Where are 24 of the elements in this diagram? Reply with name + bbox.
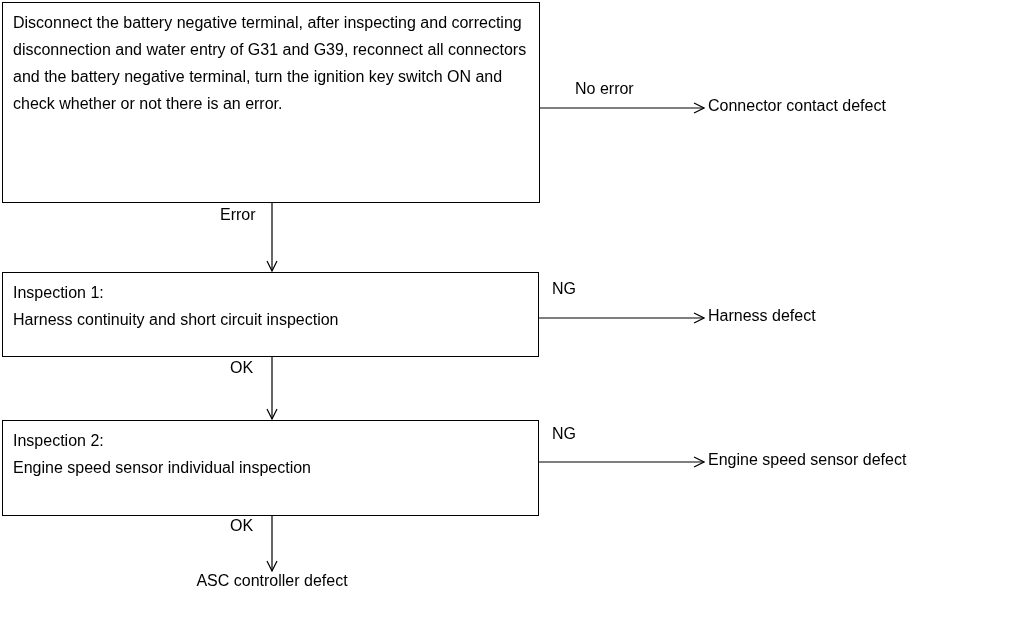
box-text: Disconnect the battery negative terminal, after inspecting and correcting disconnection and water entry of G31 and G39, reconnect all connectors and the battery negative terminal, turn the ignition key switch ON and check whether or not there is an error. xyxy=(13,13,528,114)
process-box xyxy=(2,2,540,203)
box-text: Engine speed sensor individual inspection xyxy=(13,458,312,478)
arrow xyxy=(266,356,278,420)
arrow xyxy=(539,102,705,114)
edge-label: NG xyxy=(552,280,576,298)
result-text: Harness defect xyxy=(708,307,816,325)
box-text: Inspection 2: xyxy=(13,431,105,451)
process-box xyxy=(2,272,539,357)
result-text: Engine speed sensor defect xyxy=(708,451,907,469)
edge-label: No error xyxy=(575,80,634,98)
box-text: Harness continuity and short circuit inspection xyxy=(13,310,340,330)
arrow xyxy=(538,312,705,324)
result-text: ASC controller defect xyxy=(196,572,348,590)
arrow xyxy=(266,202,278,272)
arrow xyxy=(266,515,278,572)
arrow xyxy=(538,456,705,468)
edge-label: NG xyxy=(552,425,576,443)
box-text: Inspection 1: xyxy=(13,283,105,303)
process-box xyxy=(2,420,539,516)
edge-label: OK xyxy=(230,517,254,535)
edge-label: OK xyxy=(230,359,254,377)
result-text: Connector contact defect xyxy=(708,97,886,115)
edge-label: Error xyxy=(220,206,256,224)
